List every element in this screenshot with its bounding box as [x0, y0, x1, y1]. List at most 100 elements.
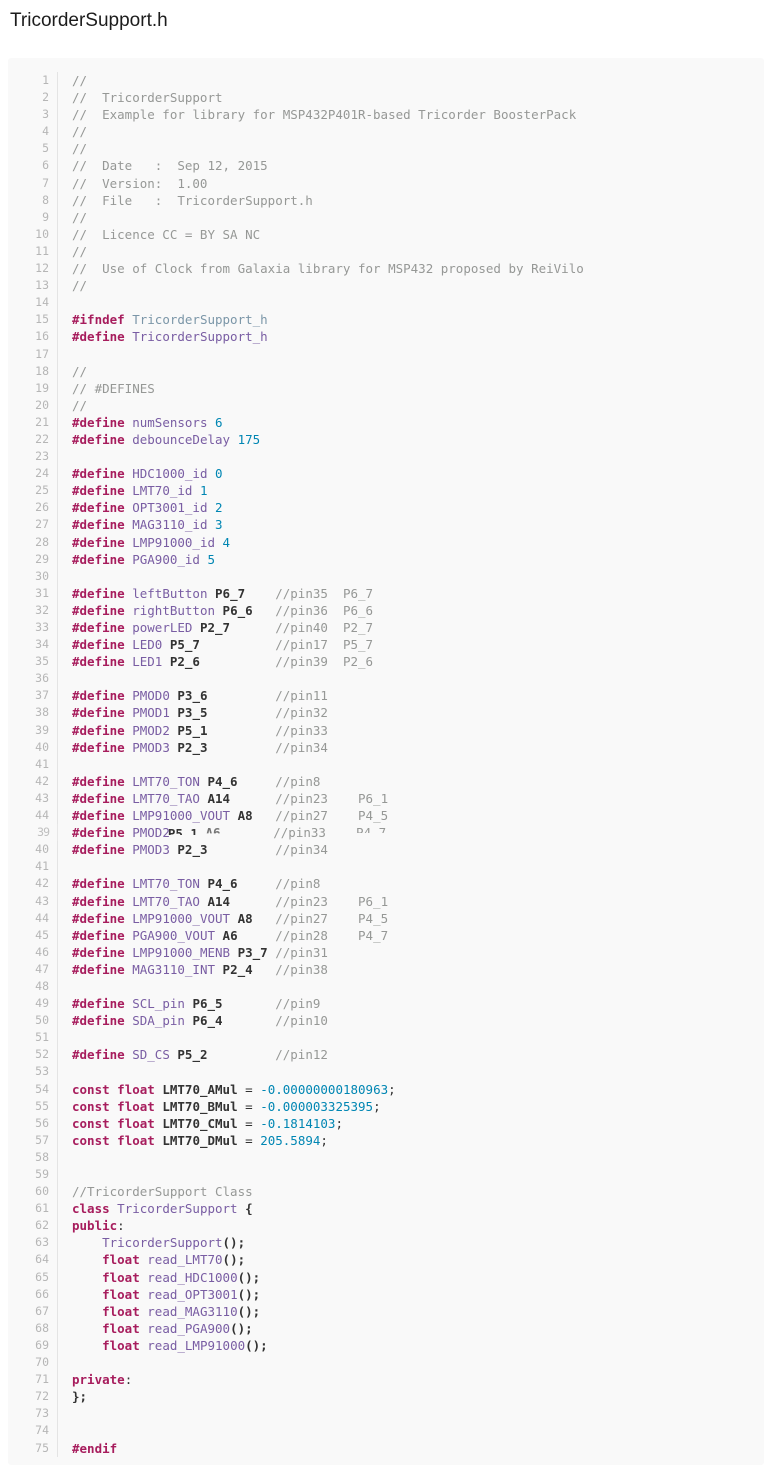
code-line: 66 float read_OPT3001();: [8, 1285, 764, 1303]
token-i: TricorderSupport_h: [132, 312, 268, 328]
line-number: 67: [8, 1302, 58, 1320]
token-k: #define: [72, 705, 125, 721]
code-line: 70: [8, 1354, 764, 1372]
token-e: read_PGA900: [147, 1320, 231, 1336]
token-e: TricorderSupport_h: [132, 329, 268, 345]
code-text: #define LED0 P5_7 //pin17 P5_7: [58, 636, 373, 653]
token-k: #define: [72, 996, 125, 1012]
token-b: LMT70_AMul: [162, 1081, 238, 1097]
code-line: 34#define LED0 P5_7 //pin17 P5_7: [8, 636, 764, 654]
code-text: [58, 1354, 72, 1371]
code-text: #define LMT70_id 1: [58, 482, 208, 499]
code-text: float read_OPT3001();: [58, 1286, 260, 1303]
line-number: 23: [8, 448, 58, 466]
line-number: 19: [8, 379, 58, 397]
token-b: P5_2: [177, 1047, 208, 1063]
code-text: //: [58, 363, 87, 380]
token-k: float: [117, 1081, 155, 1097]
code-text: float read_PGA900();: [58, 1320, 253, 1337]
token-b: A14: [207, 893, 231, 909]
token-c: // Version: 1.00: [72, 175, 208, 191]
code-line: 43#define LMT70_TAO A14 //pin23 P6_1: [8, 892, 764, 910]
token-b: A8: [237, 808, 253, 824]
code-line: 36: [8, 670, 764, 688]
token-k: #define: [72, 944, 125, 960]
token-p: [72, 1270, 102, 1285]
code-text: const float LMT70_DMul = 205.5894;: [58, 1132, 328, 1149]
token-b: P2_3: [177, 739, 208, 755]
line-number: 69: [8, 1336, 58, 1355]
line-number: 71: [8, 1371, 58, 1389]
token-c: //pin38: [275, 961, 328, 977]
code-line: 20//: [8, 396, 764, 414]
line-number: 47: [8, 960, 58, 978]
code-line: 44#define LMP91000_VOUT A8 //pin27 P4_5: [8, 909, 764, 927]
code-line: 24#define HDC1000_id 0: [8, 465, 764, 483]
token-p: [207, 466, 215, 481]
code-line: 27#define MAG3110_id 3: [8, 516, 764, 534]
line-number: 18: [8, 362, 58, 380]
token-g1: P5_1: [167, 826, 198, 842]
line-number: 32: [8, 601, 58, 619]
token-p: ;: [335, 1115, 343, 1131]
token-k: #define: [72, 483, 125, 499]
token-c: //: [72, 124, 88, 140]
token-g2: A6: [205, 825, 221, 841]
token-k: #define: [72, 466, 125, 482]
code-line: 47#define MAG3110_INT P2_4 //pin38: [8, 960, 764, 978]
token-p: [253, 911, 276, 926]
token-k: #define: [72, 739, 125, 755]
code-text: const float LMT70_CMul = -0.1814103;: [58, 1115, 343, 1132]
token-c: //TricorderSupport Class: [72, 1184, 253, 1200]
token-e: read_LMP91000: [147, 1337, 246, 1353]
token-c: // #DEFINES: [72, 380, 155, 396]
token-c: //pin10: [275, 1013, 328, 1029]
token-b: P2_6: [169, 654, 200, 670]
token-n: 4: [222, 534, 231, 550]
token-k: float: [102, 1320, 140, 1336]
code-text: //TricorderSupport Class: [58, 1183, 253, 1200]
token-p: [208, 723, 276, 738]
token-b: ();: [222, 1252, 246, 1268]
token-e: LMT70_TAO: [132, 893, 200, 909]
token-p: [253, 808, 276, 823]
code-text: float read_LMT70();: [58, 1251, 245, 1268]
token-c: //pin23 P6_1: [275, 893, 389, 909]
line-number: 55: [8, 1097, 58, 1115]
token-c: //pin28 P4_7: [275, 927, 389, 943]
token-p: [200, 637, 275, 652]
code-text: TricorderSupport();: [58, 1234, 245, 1251]
token-p: [238, 774, 276, 789]
token-k: #define: [72, 329, 125, 345]
code-text: [58, 294, 72, 311]
token-p: =: [237, 1081, 261, 1097]
token-p: [230, 432, 238, 447]
token-e: LMP91000_VOUT: [132, 910, 231, 926]
code-text: #define leftButton P6_7 //pin35 P6_7: [58, 585, 373, 602]
line-number: 2: [8, 89, 58, 107]
token-b: P4_6: [207, 773, 238, 789]
line-number: 73: [8, 1405, 58, 1423]
token-n: -0.1814103: [260, 1115, 336, 1131]
line-number: 62: [8, 1217, 58, 1235]
code-line: 7// Version: 1.00: [8, 174, 764, 192]
token-c: //: [72, 73, 88, 88]
token-k: #define: [72, 808, 125, 824]
line-number: 3: [8, 106, 58, 124]
token-p: [72, 1321, 102, 1336]
line-number: 39: [8, 721, 58, 739]
token-e: LMP91000_VOUT: [132, 808, 231, 824]
code-text: float read_LMP91000();: [58, 1337, 268, 1354]
token-p: [215, 603, 223, 618]
token-k: #define: [72, 927, 125, 943]
token-p: [72, 1235, 102, 1250]
code-text: #define TricorderSupport_h: [58, 328, 268, 345]
token-e: read_LMT70: [147, 1252, 223, 1268]
code-text: #define SCL_pin P6_5 //pin9: [58, 995, 320, 1012]
token-e: PMOD2: [132, 825, 170, 841]
token-p: [192, 483, 200, 498]
code-text: private:: [58, 1371, 132, 1388]
code-line: 49#define SCL_pin P6_5 //pin9: [8, 995, 764, 1013]
token-k: float: [117, 1115, 155, 1131]
